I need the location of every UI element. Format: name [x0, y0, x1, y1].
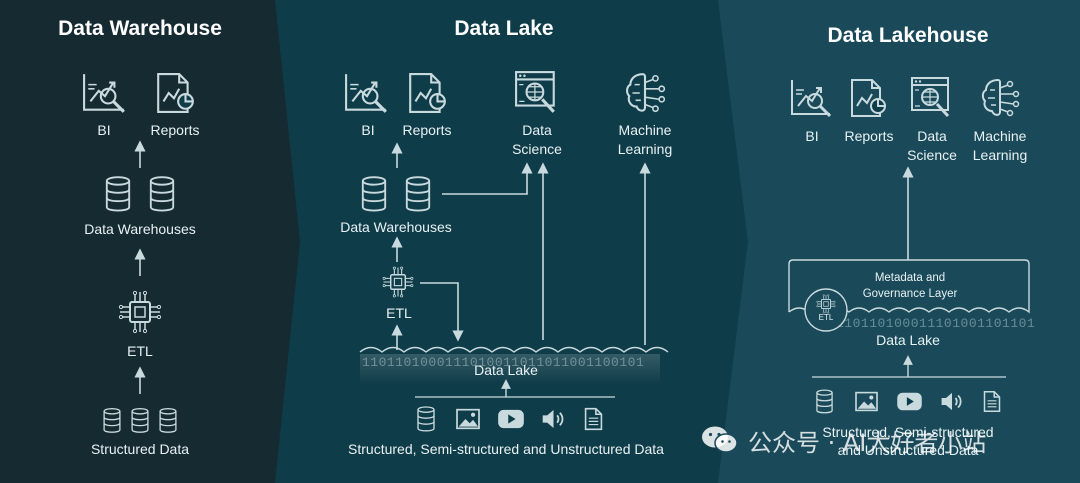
video-icon: [897, 392, 922, 411]
label-reports: Reports: [402, 122, 452, 138]
panel-lake: 1101101000111010011011011001100101: [344, 70, 669, 432]
video-icon: [498, 409, 524, 429]
panel-title-warehouse: Data Warehouse: [58, 17, 222, 40]
label-reports: Reports: [844, 128, 894, 144]
label-structured-data: Structured Data: [90, 441, 190, 457]
connector-etl-to-lake: [420, 282, 464, 342]
label-bi: BI: [361, 122, 375, 138]
binary-stream: 1101101000111010011011011001100101: [362, 355, 644, 370]
watermark: 公众号 · AI大好者小站: [700, 420, 1070, 460]
label-data-warehouses: Data Warehouses: [84, 221, 196, 237]
label-etl-badge: ETL: [818, 313, 834, 322]
panel-title-lake: Data Lake: [454, 17, 554, 40]
label-reports: Reports: [150, 122, 200, 138]
label-etl: ETL: [127, 343, 153, 359]
label-bi: BI: [805, 128, 819, 144]
label-sources: Structured, Semi-structured and Unstruct…: [348, 441, 664, 457]
panel-warehouse: [82, 72, 194, 433]
connector-to-data-science: [442, 162, 533, 195]
binary-stream: 110110100011101001101101: [836, 316, 1035, 331]
label-data-warehouses: Data Warehouses: [340, 219, 452, 235]
lake-wave: [359, 346, 669, 353]
wechat-icon: [702, 426, 738, 453]
panel-warehouse-background: [0, 0, 300, 483]
panel-title-lakehouse: Data Lakehouse: [827, 24, 989, 47]
label-data-lake: Data Lake: [474, 362, 538, 378]
label-bi: BI: [97, 122, 111, 138]
panel-lakehouse: 110110100011101001101101: [788, 76, 1035, 414]
watermark-text: 公众号 · AI大好者小站: [748, 428, 987, 457]
lake-fade: [360, 354, 660, 384]
label-data-lake: Data Lake: [876, 332, 940, 348]
label-etl: ETL: [386, 305, 412, 321]
